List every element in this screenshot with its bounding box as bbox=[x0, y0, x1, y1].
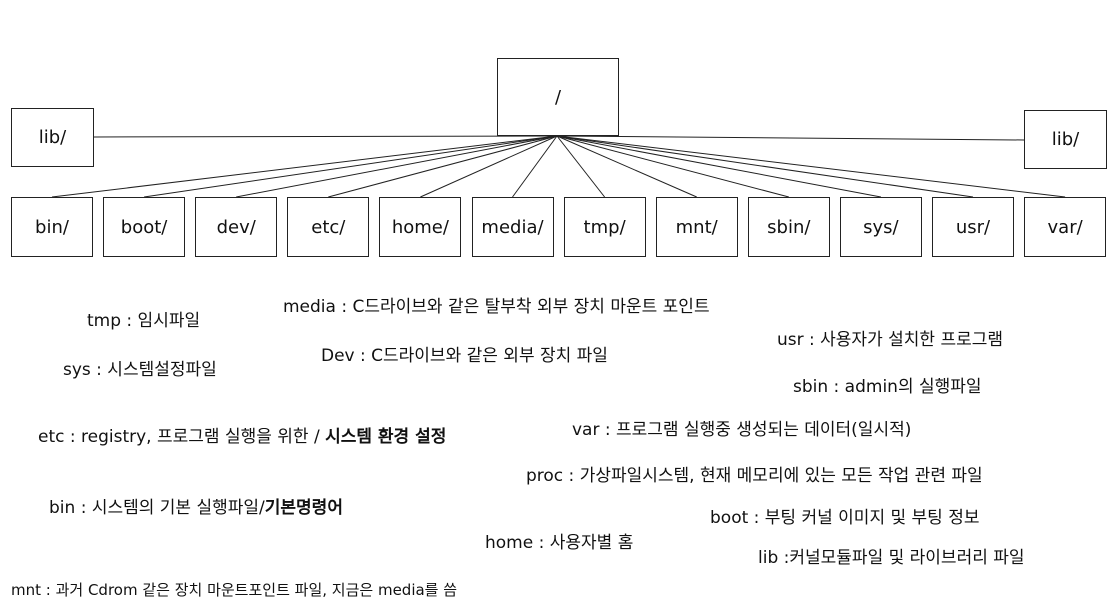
dir-box-dev: dev/ bbox=[195, 197, 278, 257]
note-sbin: sbin : admin의 실행파일 bbox=[793, 377, 982, 397]
dir-box-sys: sys/ bbox=[839, 197, 922, 257]
note-media: media : C드라이브와 같은 탈부착 외부 장치 마운트 포인트 bbox=[283, 297, 710, 317]
note-lib: lib :커널모듈파일 및 라이브러리 파일 bbox=[758, 548, 1025, 568]
connector-home bbox=[420, 135, 558, 198]
note-bin: bin : 시스템의 기본 실행파일/기본명령어 bbox=[49, 497, 343, 519]
note-etc-text: etc : registry, 프로그램 실행을 위한 / bbox=[38, 427, 326, 447]
connector-tmp bbox=[556, 135, 605, 198]
connector-etc bbox=[328, 135, 558, 198]
connector-media bbox=[512, 135, 558, 198]
lib-dir-box-right: lib/ bbox=[1024, 110, 1107, 169]
root-dir-box: / bbox=[497, 58, 619, 136]
note-var: var : 프로그램 실행중 생성되는 데이터(일시적) bbox=[572, 420, 912, 440]
dir-box-bin: bin/ bbox=[11, 197, 93, 257]
connector-dev bbox=[236, 135, 558, 198]
dir-box-media: media/ bbox=[471, 197, 554, 257]
lib-dir-box-left: lib/ bbox=[11, 108, 94, 167]
dir-box-sbin: sbin/ bbox=[747, 197, 830, 257]
note-sys: sys : 시스템설정파일 bbox=[63, 360, 217, 380]
note-dev: Dev : C드라이브와 같은 외부 장치 파일 bbox=[321, 346, 608, 366]
dir-box-home: home/ bbox=[379, 197, 462, 257]
dir-box-etc: etc/ bbox=[287, 197, 370, 257]
connector-var bbox=[556, 135, 1066, 198]
note-tmp: tmp : 임시파일 bbox=[87, 311, 201, 331]
connector-lib-right bbox=[556, 135, 1025, 141]
note-bin-bold: 기본명령어 bbox=[264, 498, 343, 518]
note-proc: proc : 가상파일시스템, 현재 메모리에 있는 모든 작업 관련 파일 bbox=[526, 466, 983, 486]
note-usr: usr : 사용자가 설치한 프로그램 bbox=[777, 330, 1004, 350]
connector-usr bbox=[556, 135, 974, 198]
note-etc: etc : registry, 프로그램 실행을 위한 / 시스템 환경 설정 bbox=[38, 426, 446, 448]
dir-box-boot: boot/ bbox=[103, 197, 186, 257]
note-home: home : 사용자별 홈 bbox=[485, 533, 634, 553]
connector-lib-left bbox=[93, 135, 558, 138]
dir-box-usr: usr/ bbox=[932, 197, 1014, 257]
connector-sys bbox=[556, 135, 881, 198]
connector-mnt bbox=[556, 135, 697, 198]
connector-boot bbox=[144, 135, 558, 198]
dir-box-mnt: mnt/ bbox=[655, 197, 738, 257]
note-mnt: mnt : 과거 Cdrom 같은 장치 마운트포인트 파일, 지금은 medi… bbox=[11, 581, 458, 599]
note-bin-text: bin : 시스템의 기본 실행파일/ bbox=[49, 498, 265, 518]
note-boot: boot : 부팅 커널 이미지 및 부팅 정보 bbox=[710, 508, 980, 528]
connector-bin bbox=[51, 135, 558, 198]
dir-box-tmp: tmp/ bbox=[563, 197, 646, 257]
dir-box-var: var/ bbox=[1024, 197, 1107, 257]
note-etc-bold: 시스템 환경 설정 bbox=[325, 427, 447, 447]
connector-sbin bbox=[556, 135, 789, 198]
